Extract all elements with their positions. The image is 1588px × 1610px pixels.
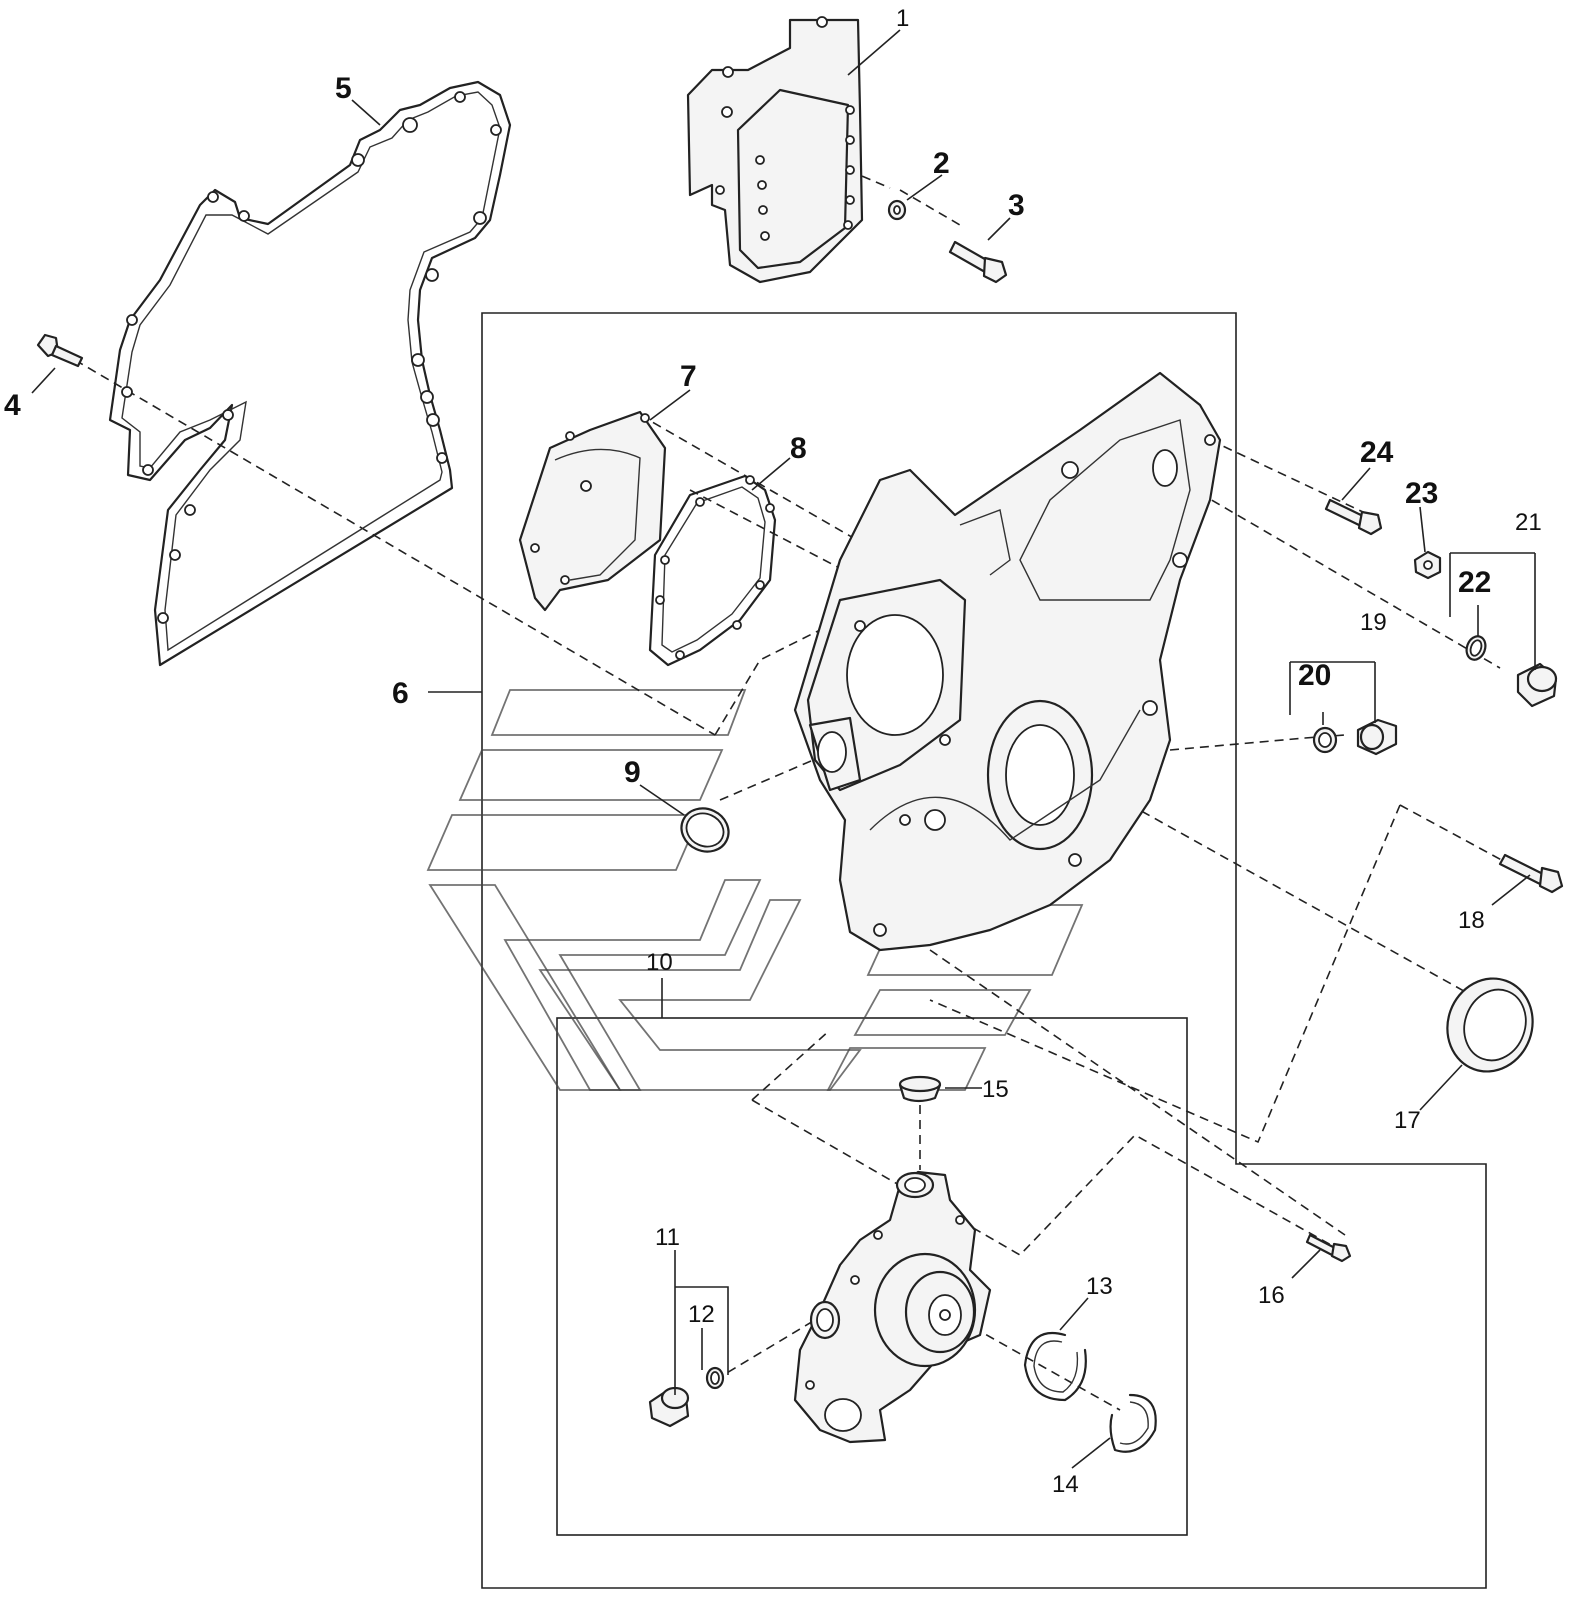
part-20-seal-ring <box>1312 726 1338 754</box>
part-11-plug <box>648 1386 690 1428</box>
callout-3: 3 <box>1008 189 1025 222</box>
part-13-circlip <box>1023 1331 1087 1402</box>
part-7-cover <box>518 410 667 612</box>
callout-18: 18 <box>1458 907 1485 934</box>
leader-lines <box>31 29 1536 1469</box>
callout-24: 24 <box>1360 436 1394 469</box>
callout-4: 4 <box>4 389 21 422</box>
part-9-o-ring <box>680 807 730 853</box>
part-3-bolt <box>948 240 1008 284</box>
callout-8: 8 <box>790 432 807 465</box>
part-10-pump-housing <box>793 1170 992 1444</box>
part-22-seal-ring <box>1465 635 1487 661</box>
callout-17: 17 <box>1394 1107 1421 1134</box>
part-8-gasket <box>648 474 777 667</box>
group-frame-10 <box>556 1017 1188 1536</box>
group-frame-6 <box>481 312 1487 1589</box>
part-12-seal-ring <box>705 1366 725 1390</box>
callout-15: 15 <box>982 1076 1009 1103</box>
part-5-gasket <box>108 80 512 667</box>
callout-5: 5 <box>335 72 352 105</box>
part-15-plug <box>898 1075 942 1103</box>
part-17-oil-seal <box>1446 977 1534 1073</box>
part-1-cover-plate <box>686 16 864 284</box>
callout-21: 21 <box>1515 509 1542 536</box>
part-24-bolt <box>1324 498 1383 536</box>
callout-19: 19 <box>1360 609 1387 636</box>
callout-2: 2 <box>933 147 950 180</box>
callout-13: 13 <box>1086 1273 1113 1300</box>
part-18-bolt <box>1498 853 1564 894</box>
assembly-lines <box>74 122 1521 1411</box>
callout-1: 1 <box>896 5 909 32</box>
callout-12: 12 <box>688 1301 715 1328</box>
callout-6: 6 <box>392 677 409 710</box>
callout-20: 20 <box>1298 659 1331 692</box>
part-14-circlip <box>1109 1393 1157 1453</box>
part-2-washer <box>887 199 907 221</box>
callout-10: 10 <box>646 949 673 976</box>
part-23-nut <box>1413 550 1442 580</box>
part-16-bolt <box>1305 1233 1352 1263</box>
callout-11: 11 <box>655 1224 680 1251</box>
part-6-timing-case <box>793 371 1222 952</box>
callout-14: 14 <box>1052 1471 1079 1498</box>
part-21-plug <box>1516 662 1558 708</box>
callout-7: 7 <box>680 360 697 393</box>
callout-16: 16 <box>1258 1282 1285 1309</box>
part-19-plug <box>1356 718 1398 756</box>
callout-23: 23 <box>1405 477 1438 510</box>
callout-labels: 1 2 3 4 5 6 7 8 9 10 11 12 13 14 15 16 1… <box>4 5 1542 1498</box>
callout-22: 22 <box>1458 566 1491 599</box>
part-4-bolt <box>36 333 84 368</box>
callout-9: 9 <box>624 756 641 789</box>
